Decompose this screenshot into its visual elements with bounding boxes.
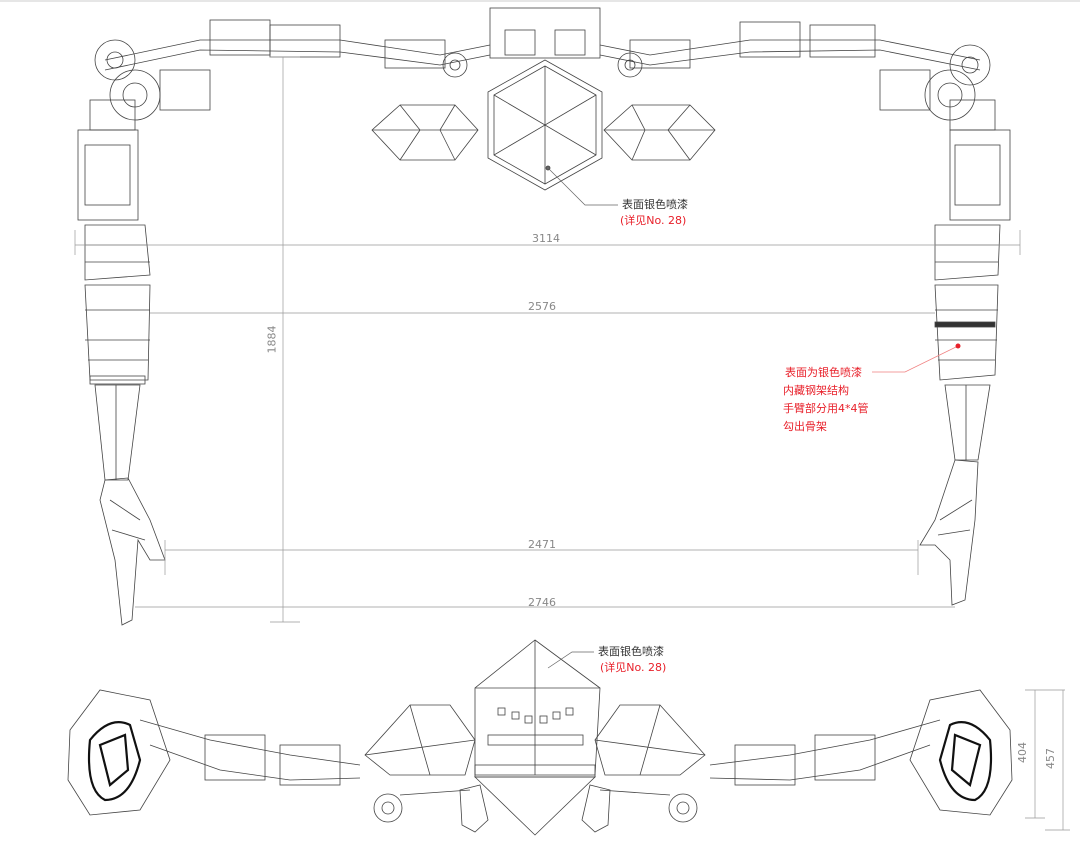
- dim-2471: 2471: [528, 538, 556, 551]
- leader-lines: [547, 167, 618, 669]
- dim-3114: 3114: [532, 232, 560, 245]
- top-head-hexagon: [487, 59, 603, 191]
- dimension-lines: [74, 56, 1070, 831]
- note-arm-line2: 内藏钢架结构: [783, 384, 849, 397]
- dim-404: 404: [1016, 742, 1029, 763]
- dim-1884: 1884: [265, 325, 279, 354]
- top-shoulders: [94, 7, 991, 121]
- bottom-arms: [67, 689, 1013, 816]
- note-head-bottom-line2: (详见No. 28): [600, 661, 667, 674]
- note-arm-line1: 表面为银色喷漆: [785, 366, 862, 379]
- note-head-top-line2: (详见No. 28): [620, 214, 687, 227]
- bottom-hands: [87, 721, 993, 802]
- bottom-head: [364, 639, 706, 836]
- note-arm-line4: 勾出骨架: [783, 420, 827, 433]
- red-leader-line: [872, 345, 959, 373]
- right-arm: [919, 99, 1011, 606]
- left-arm: [77, 99, 166, 626]
- dim-457: 457: [1044, 748, 1057, 769]
- note-arm-line3: 手臂部分用4*4管: [783, 402, 869, 415]
- top-side-crystals: [371, 104, 716, 161]
- dim-2576: 2576: [528, 300, 556, 313]
- dim-2746: 2746: [528, 596, 556, 609]
- red-marker-dot: [955, 343, 961, 349]
- note-head-bottom-line1: 表面银色喷漆: [598, 645, 664, 658]
- note-head-top-line1: 表面银色喷漆: [622, 198, 688, 211]
